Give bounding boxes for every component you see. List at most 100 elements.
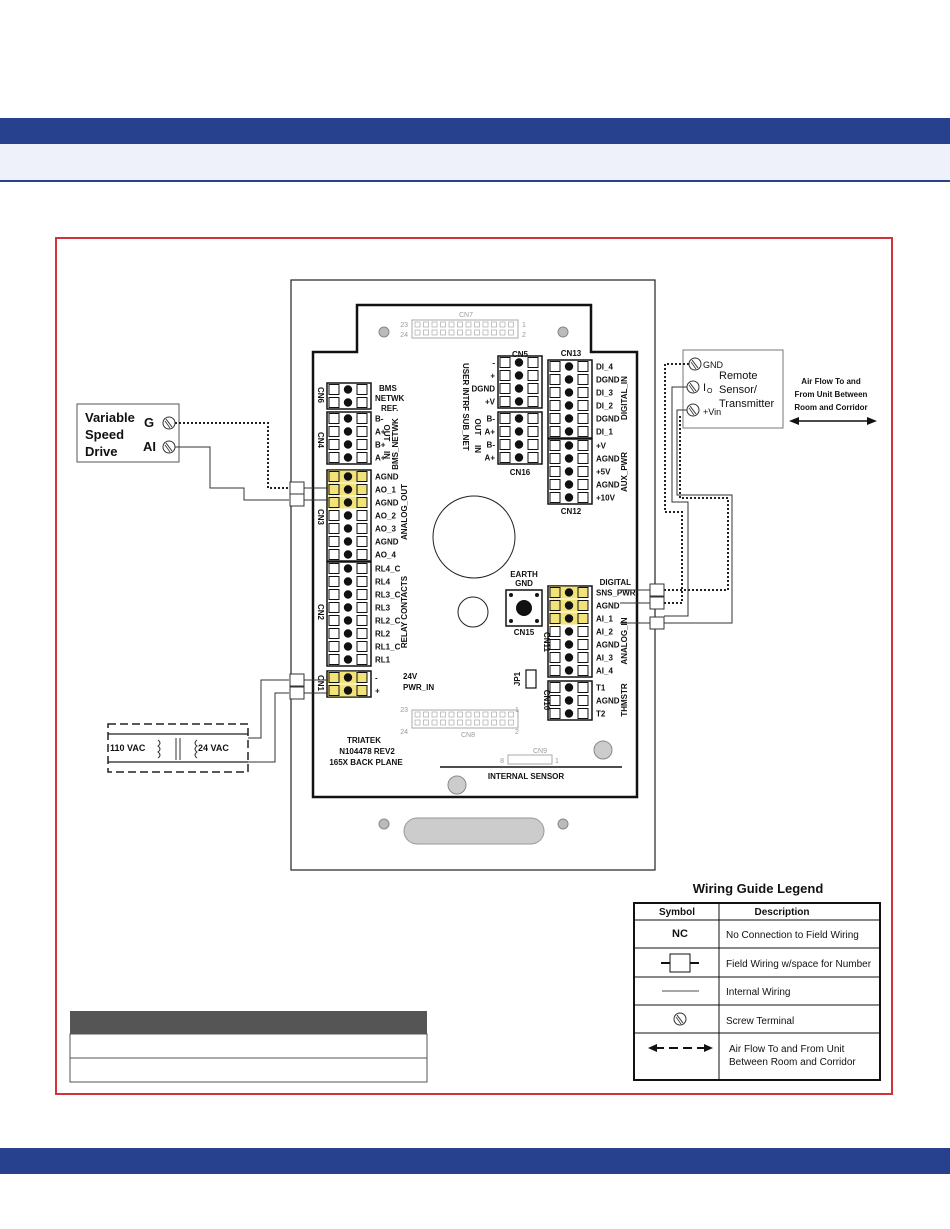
diagram-frame (55, 237, 893, 1095)
terminal-screw (564, 614, 574, 623)
header-pin (457, 329, 463, 336)
cn13-label: CN13 (561, 349, 582, 358)
terminal-screw (343, 616, 353, 625)
cn9-label: CN9 (533, 748, 547, 755)
cn4-name: BMS_NETWK (391, 418, 400, 470)
cn1-name: PWR_IN (403, 683, 434, 692)
terminal-slot (549, 652, 561, 663)
mount-hole (557, 818, 569, 830)
cn9-header: CN9 8 1 (500, 748, 559, 765)
header-pin (431, 711, 438, 718)
cn11-pin-label: AGND (596, 602, 620, 611)
cn11-pin-label: AI_1 (596, 615, 613, 624)
cn16-pin-label: A+ (485, 428, 496, 437)
cn10-pin-label: T2 (596, 710, 606, 719)
remote-sensor-transmitter: GND I O +Vin Remote Sensor/ Transmitter (682, 349, 784, 429)
board-inner-outline (311, 303, 639, 799)
header-pin (482, 329, 489, 336)
vsd-title: Speed (85, 427, 124, 442)
transformer-secondary: 24 VAC (198, 743, 229, 753)
cn2-name: RELAY CONTACTS (400, 575, 409, 648)
cn13-pin-label: DI_2 (596, 402, 613, 411)
terminal-slot (328, 397, 340, 408)
header-pin (448, 329, 455, 336)
cn8-pin-label: 24 (400, 729, 408, 736)
mount-hole (378, 818, 390, 830)
field-wiring-box (289, 686, 305, 700)
board-slot (403, 817, 545, 845)
cn13-pin-label: DGND (596, 415, 620, 424)
cn1-pin-label: - (375, 674, 378, 683)
terminal-slot (328, 654, 340, 665)
cn4-pin-label: A+ (375, 428, 386, 437)
screw-terminal-icon (162, 440, 176, 454)
cn7-pin-label: 1 (522, 322, 526, 329)
terminal-screw (564, 401, 574, 410)
cn12-pin-label: +10V (596, 494, 616, 503)
cn5-pin-label: +V (485, 398, 496, 407)
terminal-screw (514, 371, 524, 380)
info-table-header (70, 1011, 427, 1034)
field-wiring-box (289, 673, 305, 687)
wiring-legend: Wiring Guide Legend Symbol Description N… (633, 881, 881, 1081)
terminal-screw (564, 601, 574, 610)
header-pin (474, 711, 480, 718)
earth-label: EARTH (510, 570, 538, 579)
header-pin (440, 719, 446, 726)
sensor-io-label: I (703, 382, 706, 394)
legend-desc: Between Room and Corridor (729, 1057, 856, 1068)
header-pin (491, 329, 497, 336)
header-pin (508, 329, 514, 336)
cn16-name: SUB_NET (461, 413, 470, 450)
terminal-screw (514, 397, 524, 406)
header-pin (491, 711, 497, 718)
cn4-pin-label: B+ (375, 441, 386, 450)
header-pin (499, 711, 506, 718)
terminal-screw (564, 653, 574, 662)
sensor-gnd-wire (664, 363, 689, 604)
terminal-slot (328, 384, 340, 395)
terminal-screw (343, 440, 353, 449)
terminal-slot (549, 400, 561, 411)
cn3-label: CN3 (316, 509, 325, 526)
cn4-terminal-block: B-A+B+A+ (326, 411, 386, 465)
header-pin (491, 321, 497, 328)
buzzer-circle (432, 495, 516, 579)
terminal-slot (328, 576, 340, 587)
cn5-pin-label: DGND (471, 385, 495, 394)
header-pin (414, 711, 421, 718)
airflow-arrow-icon (789, 417, 877, 425)
terminal-slot (549, 387, 561, 398)
terminal-slot (549, 626, 561, 637)
cn4-label: CN4 (316, 432, 325, 449)
sensor-io-wire (664, 386, 689, 617)
terminal-screw (343, 485, 353, 494)
legend-desc: Air Flow To and From Unit (729, 1044, 845, 1055)
terminal-screw (343, 472, 353, 481)
terminal-slot (549, 361, 561, 372)
terminal-screw (343, 603, 353, 612)
terminal-slot (549, 639, 561, 650)
screw-terminal-icon (688, 357, 702, 371)
terminal-slot (499, 370, 511, 381)
sensor-title: Sensor/ (719, 384, 758, 396)
screw-terminal-symbol-icon (673, 1012, 687, 1026)
header-pin (448, 711, 455, 718)
cn6-terminal-block (326, 382, 372, 410)
header-pin (457, 719, 463, 726)
header-pin (482, 321, 489, 328)
cn5-label: CN5 (512, 350, 529, 359)
terminal-slot (549, 682, 561, 693)
cn12-pin-label: +V (596, 442, 607, 451)
header-pin (465, 329, 472, 336)
screw-terminal-icon (162, 416, 176, 430)
terminal-screw (343, 577, 353, 586)
earth-label: GND (515, 579, 533, 588)
header-pin (423, 719, 429, 726)
transformer: 110 VAC 24 VAC (107, 723, 249, 773)
jp1-jumper (525, 669, 537, 689)
cn5-pin-label: - (492, 359, 495, 368)
